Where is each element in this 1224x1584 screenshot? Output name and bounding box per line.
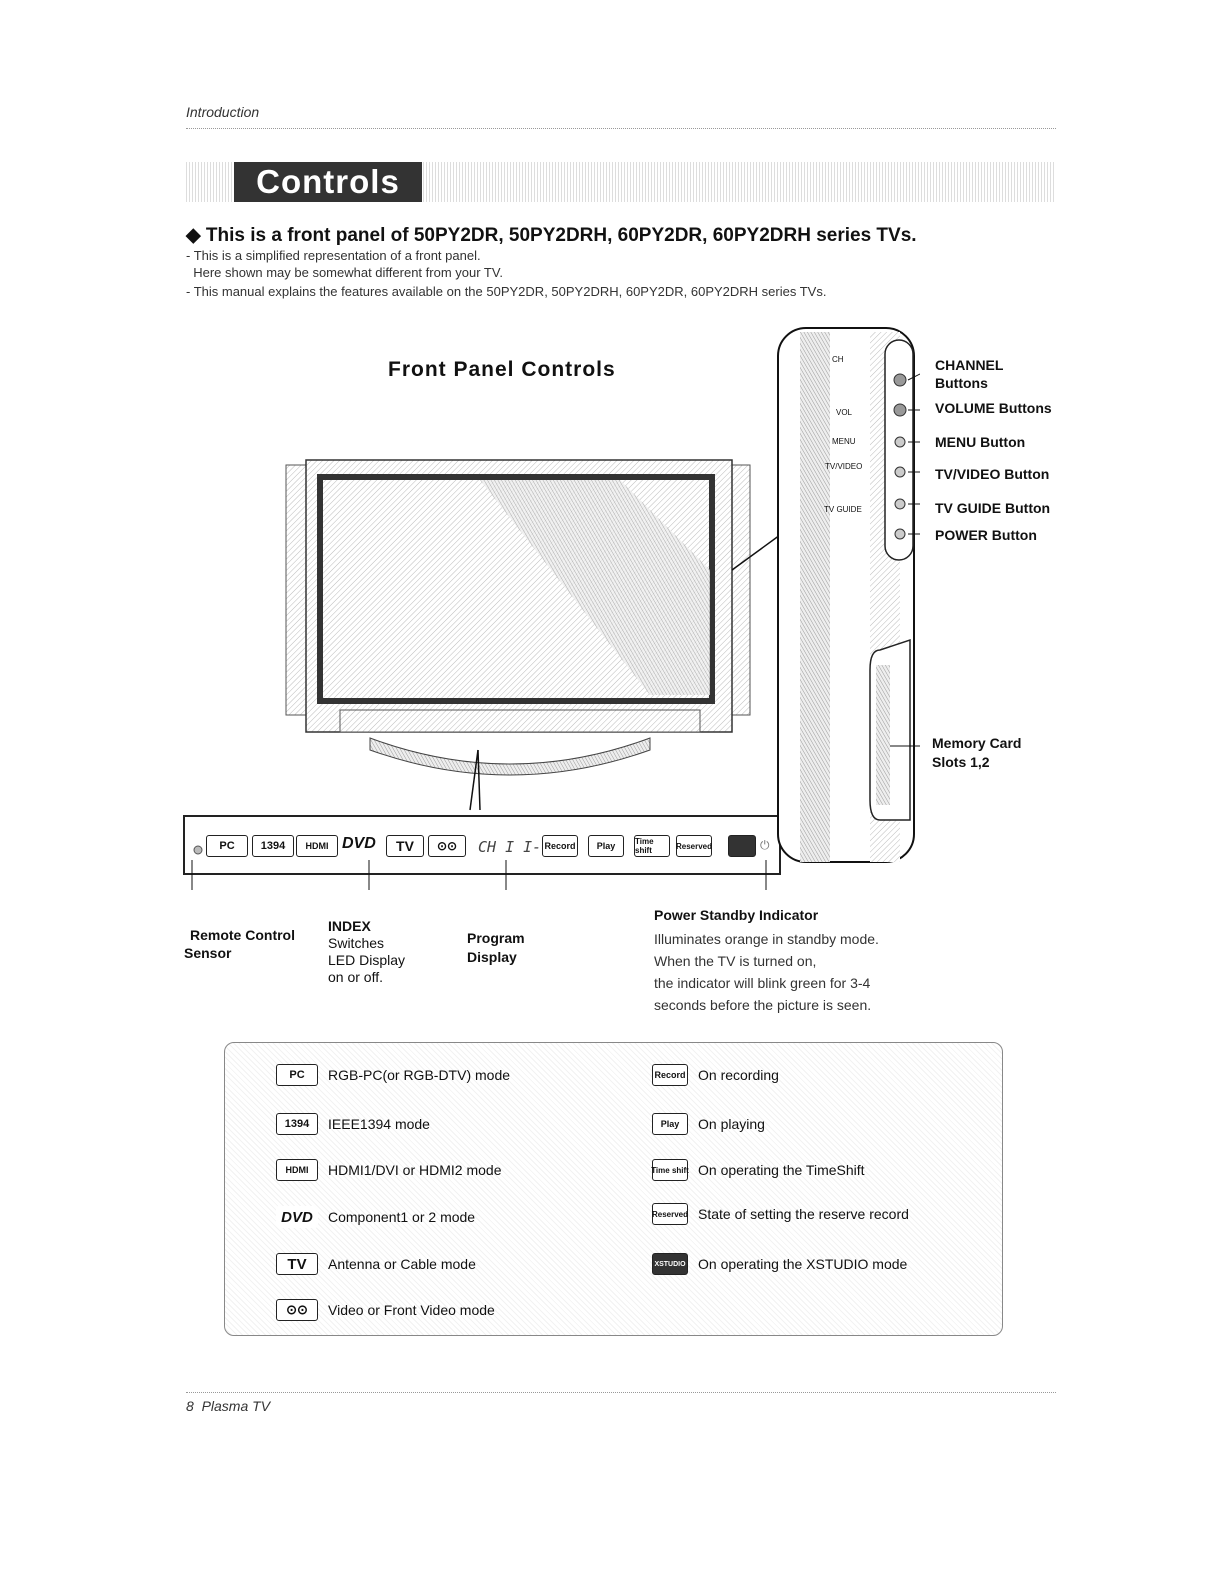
legend-item: HDMI HDMI1/DVI or HDMI2 mode — [276, 1158, 501, 1182]
record-icon: Record — [652, 1064, 688, 1086]
legend-text: IEEE1394 mode — [328, 1116, 430, 1132]
callout-channel: CHANNEL — [935, 357, 1004, 373]
front-panel-illustration — [183, 327, 920, 890]
legend-text: On recording — [698, 1067, 779, 1083]
section-label: Introduction — [186, 104, 260, 120]
power-standby-desc: Illuminates orange in standby mode. — [654, 931, 879, 947]
index-desc: on or off. — [328, 969, 384, 985]
legend-item: XSTUDIO On operating the XSTUDIO mode — [652, 1252, 907, 1276]
legend-text: On playing — [698, 1116, 765, 1132]
figure-title: Front Panel Controls — [388, 358, 616, 381]
hdmi-icon: HDMI — [296, 835, 338, 857]
timeshift-icon: Time shift — [634, 835, 670, 857]
legend-text: Component1 or 2 mode — [328, 1209, 476, 1225]
reserved-icon: Reserved — [676, 835, 712, 857]
tv-speaker-left — [285, 464, 309, 716]
remote-sensor-icon — [193, 845, 203, 855]
legend-item: 1394 IEEE1394 mode — [276, 1112, 430, 1136]
legend-text: On operating the TimeShift — [698, 1162, 865, 1178]
legend-item: Record On recording — [652, 1063, 779, 1087]
ieee1394-icon: 1394 — [252, 835, 294, 857]
timeshift-icon: Time shift — [651, 1159, 689, 1181]
note-line: - This is a simplified representation of… — [186, 248, 481, 263]
tv-stand — [369, 737, 651, 776]
legend-item: TV Antenna or Cable mode — [276, 1252, 476, 1276]
dvd-icon: DVD — [276, 1206, 318, 1228]
legend-text: State of setting the reserve record — [698, 1206, 909, 1222]
pc-mode-icon: PC — [206, 835, 248, 857]
program-display: CH I I-0 — [478, 838, 551, 856]
legend-item: DVD Component1 or 2 mode — [276, 1205, 475, 1229]
record-icon: Record — [542, 835, 578, 857]
legend-text: HDMI1/DVI or HDMI2 mode — [328, 1162, 502, 1178]
note-line: Here shown may be somewhat different fro… — [186, 265, 503, 280]
power-indicator-icon: ⏻ — [760, 838, 770, 852]
side-ch-label: CH — [832, 355, 844, 364]
program-display-label: Display — [467, 949, 517, 965]
page-title: Controls — [234, 162, 422, 202]
power-standby-desc: seconds before the picture is seen. — [654, 997, 872, 1013]
ieee1394-icon: 1394 — [276, 1113, 318, 1135]
side-menu-label: MENU — [832, 437, 856, 446]
tv-mode-icon: TV — [386, 835, 424, 857]
side-vol-label: VOL — [836, 408, 853, 417]
footer-rule — [186, 1392, 1056, 1393]
dvd-icon: DVD — [342, 835, 376, 852]
page-footer: 8 Plasma TV — [186, 1398, 271, 1414]
remote-sensor-label: Remote Control — [190, 927, 295, 943]
pc-mode-icon: PC — [276, 1064, 318, 1086]
callout-tvvideo: TV/VIDEO Button — [935, 466, 1050, 482]
power-standby-desc: When the TV is turned on, — [654, 953, 817, 969]
play-icon: Play — [588, 835, 624, 857]
remote-sensor-label: Sensor — [184, 945, 232, 961]
callout-volume: VOLUME Buttons — [935, 400, 1052, 416]
note-line: - This manual explains the features avai… — [186, 284, 827, 299]
power-standby-label: Power Standby Indicator — [654, 907, 819, 923]
xstudio-icon — [728, 835, 756, 857]
screen-glare — [480, 480, 710, 695]
index-desc: LED Display — [328, 952, 406, 968]
video-mode-icon: ⊙⊙ — [428, 835, 466, 857]
tv-lower-bezel — [339, 709, 701, 733]
legend-item: PC RGB-PC(or RGB-DTV) mode — [276, 1063, 510, 1087]
legend-text: Video or Front Video mode — [328, 1302, 495, 1318]
legend-item: Play On playing — [652, 1112, 765, 1136]
power-standby-desc: the indicator will blink green for 3-4 — [654, 975, 871, 991]
legend-item: Time shift On operating the TimeShift — [651, 1158, 865, 1182]
index-label: INDEX — [328, 918, 371, 934]
side-tvguide-label: TV GUIDE — [824, 505, 862, 514]
index-desc: Switches — [328, 935, 385, 951]
callout-memory: Memory Card — [932, 735, 1022, 751]
xstudio-icon: XSTUDIO — [652, 1253, 688, 1275]
legend-item: ⊙⊙ Video or Front Video mode — [276, 1298, 495, 1322]
callout-tvguide: TV GUIDE Button — [935, 500, 1051, 516]
callout-channel: Buttons — [935, 375, 988, 391]
hdmi-icon: HDMI — [276, 1159, 318, 1181]
model-heading: ◆ This is a front panel of 50PY2DR, 50PY… — [186, 225, 917, 246]
program-display-label: Program — [467, 930, 525, 946]
reserved-icon: Reserved — [652, 1203, 688, 1225]
legend-text: Antenna or Cable mode — [328, 1256, 476, 1272]
video-mode-icon: ⊙⊙ — [276, 1299, 318, 1321]
side-tvvideo-label: TV/VIDEO — [825, 462, 863, 471]
header-rule — [186, 128, 1056, 129]
legend-text: On operating the XSTUDIO mode — [698, 1256, 908, 1272]
callout-menu: MENU Button — [935, 434, 1026, 450]
legend-item: Reserved State of setting the reserve re… — [652, 1202, 909, 1226]
play-icon: Play — [652, 1113, 688, 1135]
tv-mode-icon: TV — [276, 1253, 318, 1275]
icon-legend — [224, 1042, 1003, 1336]
callout-memory: Slots 1,2 — [932, 754, 990, 770]
callout-power: POWER Button — [935, 527, 1037, 543]
legend-text: RGB-PC(or RGB-DTV) mode — [328, 1067, 511, 1083]
